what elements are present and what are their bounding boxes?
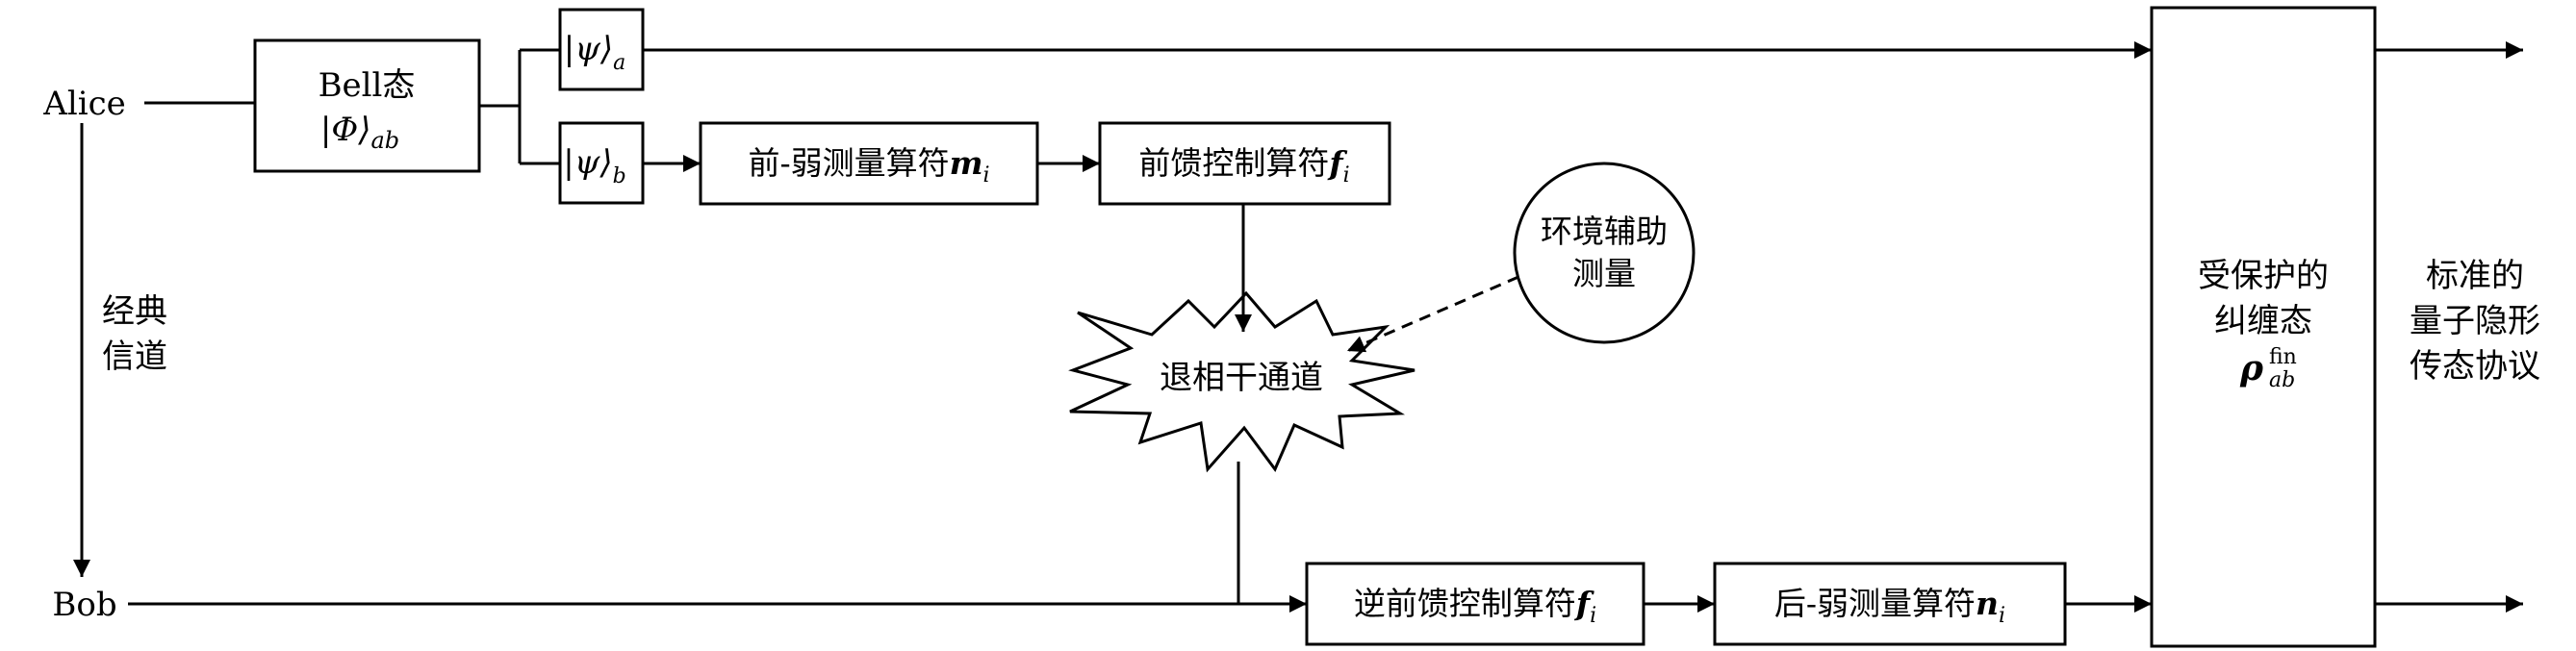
standard-protocol-line1: 标准的 <box>2426 257 2524 295</box>
post-weak-label: 后-弱测量算符ni <box>1774 585 2005 628</box>
decoherence-channel-star <box>1068 290 1416 473</box>
protected-state-box <box>2150 6 2377 648</box>
post-weak-text: 后-弱测量算符 <box>1774 585 1976 622</box>
reverse-ff-text: 逆前馈控制算符 <box>1354 585 1576 622</box>
psi-a-subscript: a <box>613 51 625 75</box>
feedforward-symbol: f <box>1327 144 1347 182</box>
decoherence-label: 退相干通道 <box>1160 359 1323 397</box>
pre-weak-text: 前-弱测量算符 <box>748 144 949 182</box>
bob-label: Bob <box>52 586 116 624</box>
psi-a-label: |ψ⟩a <box>564 30 626 75</box>
psi-b-symbol: |ψ⟩ <box>563 143 612 182</box>
protected-rho-superscript: fin <box>2269 345 2297 369</box>
standard-protocol-line3: 传态协议 <box>2410 347 2540 386</box>
reverse-ff-subscript: i <box>1590 604 1596 628</box>
classical-channel-label-line1: 经典 <box>102 292 167 331</box>
bell-state-box <box>253 38 481 173</box>
feedforward-text: 前馈控制算符 <box>1138 144 1329 182</box>
feedforward-label: 前馈控制算符fi <box>1138 144 1349 188</box>
psi-b-subscript: b <box>613 164 626 188</box>
protected-rho-subscript: ab <box>2269 368 2295 392</box>
alice-label: Alice <box>42 85 125 123</box>
post-weak-symbol: n <box>1976 585 1999 622</box>
environment-circle <box>1513 162 1696 344</box>
standard-protocol-line2: 量子隐形 <box>2410 302 2540 340</box>
bell-label: Bell态 <box>319 66 416 105</box>
bell-ket-symbol: |Φ⟩ <box>320 111 371 149</box>
post-weak-subscript: i <box>1999 604 2005 628</box>
pre-weak-symbol: m <box>950 144 983 182</box>
bell-ket-label: |Φ⟩ab <box>320 111 399 154</box>
classical-channel-label-line2: 信道 <box>102 338 167 376</box>
psi-a-symbol: |ψ⟩ <box>564 30 613 68</box>
protected-label-line2: 纠缠态 <box>2214 302 2312 340</box>
reverse-ff-symbol: f <box>1574 585 1594 622</box>
bell-ket-subscript: ab <box>370 127 399 154</box>
environment-label-line1: 环境辅助 <box>1541 213 1668 250</box>
feedforward-subscript: i <box>1343 163 1350 188</box>
pre-weak-label: 前-弱测量算符mi <box>748 144 989 188</box>
pre-weak-subscript: i <box>983 163 990 188</box>
protected-rho: ρ <box>2239 348 2264 388</box>
psi-b-label: |ψ⟩b <box>563 143 625 188</box>
environment-label-line2: 测量 <box>1572 255 1636 292</box>
reverse-ff-label: 逆前馈控制算符fi <box>1354 585 1596 628</box>
protected-label-line1: 受保护的 <box>2198 257 2329 295</box>
